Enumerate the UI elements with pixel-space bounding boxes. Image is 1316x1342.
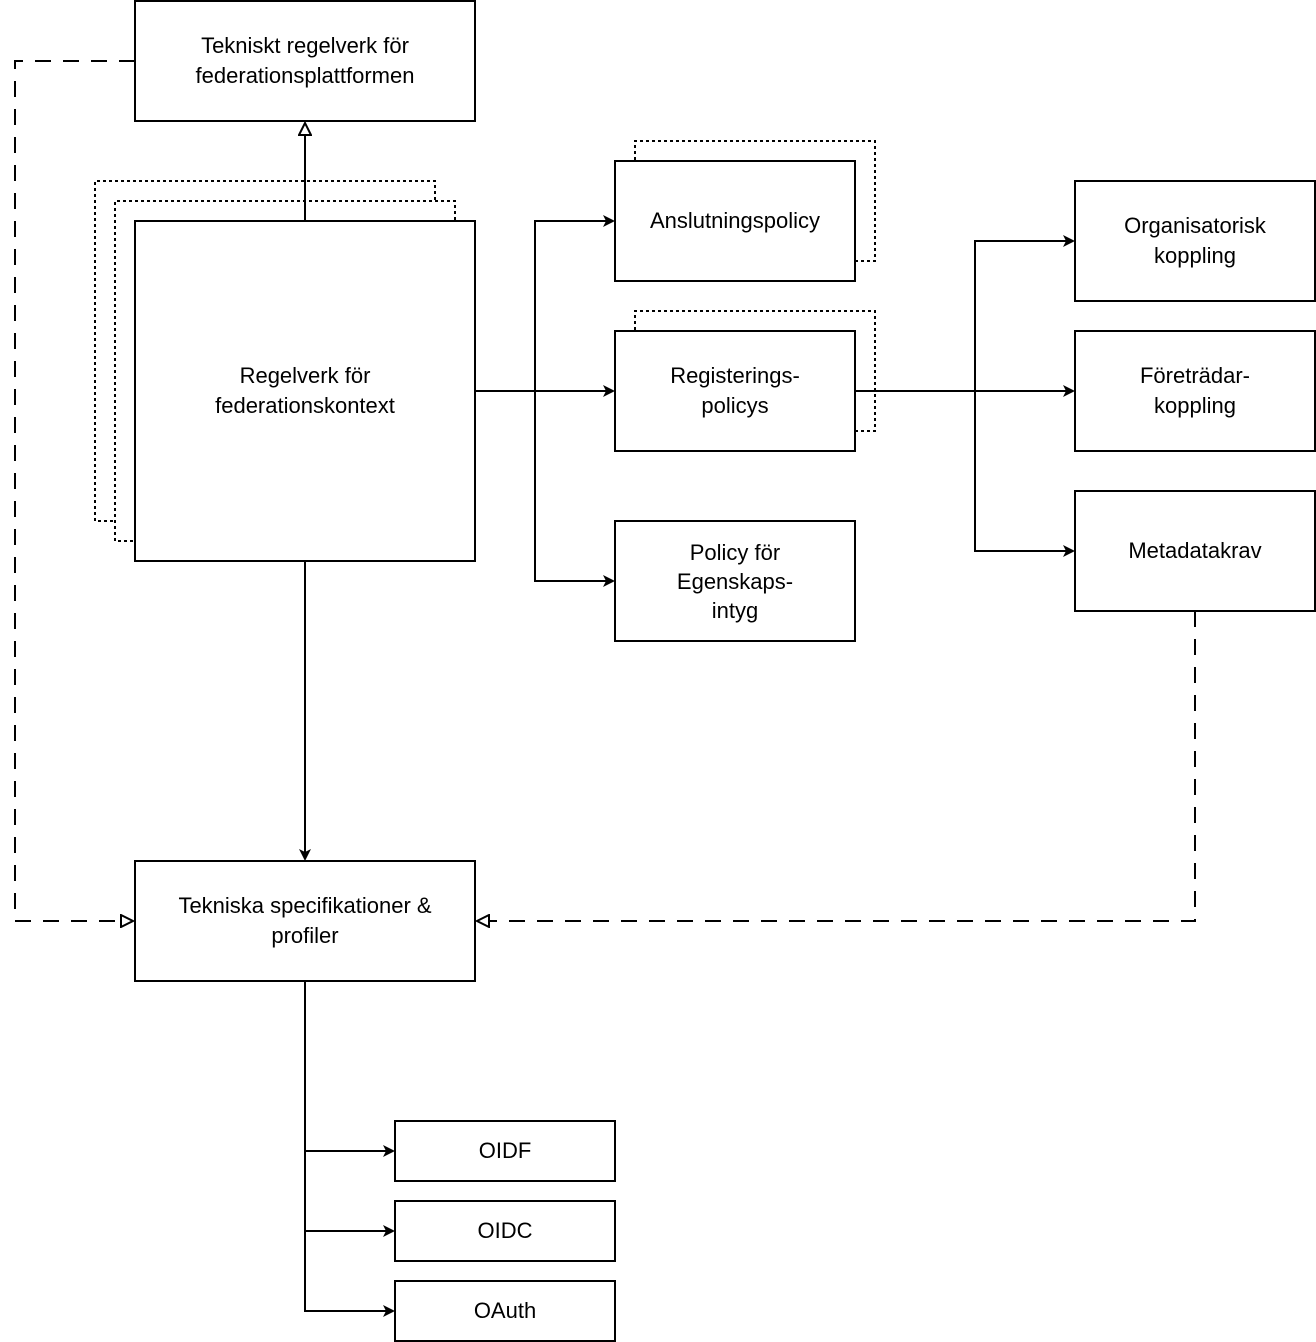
tekniskt-regelverk-box [134, 0, 476, 122]
registeringspolicys-label: Registerings- policys [670, 363, 800, 418]
registeringspolicys-box [614, 330, 856, 452]
tekniskt-regelverk-label: Tekniskt regelverk för federationsplattf… [195, 33, 415, 88]
anslutningspolicy-stack-shadow [634, 140, 876, 262]
oidf-box [394, 1120, 616, 1182]
policy-egenskapsintyg-label: Policy för Egenskaps- intyg [676, 539, 794, 623]
edge-metadatakrav-to-tekniska-specifikationer [477, 611, 1196, 921]
tekniska-specifikationer-label: Tekniska specifikationer & profiler [178, 893, 432, 948]
anslutningspolicy-label: Anslutningspolicy [650, 208, 820, 233]
metadatakrav-label: Metadatakrav [1128, 538, 1262, 563]
foretradarkoppling-box [1074, 330, 1316, 452]
edge-registeringspolicys-to-metadatakrav [974, 391, 1075, 557]
organisatorisk-koppling-box [1074, 180, 1316, 302]
regelverk-federationskontext-box [134, 220, 476, 562]
foretradarkoppling-label: Företrädar- koppling [1139, 363, 1251, 418]
anslutningspolicy-box [614, 160, 856, 282]
edges [14, 60, 1196, 1317]
node-boxes [134, 0, 1316, 1342]
oauth-box [394, 1280, 616, 1342]
metadatakrav-box [1074, 490, 1316, 612]
edge-regelverk-to-policy-egenskapsintyg [534, 391, 615, 587]
regelverk-stack-shadow-back [94, 180, 436, 522]
regelverk-federationskontext-label: Regelverk för federationskontext [215, 363, 395, 418]
edge-regelverk-to-anslutningspolicy [534, 215, 615, 391]
policy-egenskapsintyg-box [614, 520, 856, 642]
stack-shadows [94, 140, 876, 542]
oauth-label: OAuth [473, 1298, 537, 1323]
edge-tekniskt-regelverk-to-tekniska-specifikationer [14, 60, 135, 921]
regelverk-stack-shadow-front [114, 200, 456, 542]
edge-tekniska-specifikationer-to-oauth [304, 981, 395, 1317]
oidc-label: OIDC [477, 1218, 533, 1243]
tekniska-specifikationer-box [134, 860, 476, 982]
edge-registeringspolicys-to-organisatorisk-koppling [974, 235, 1075, 391]
oidf-label: OIDF [478, 1138, 532, 1163]
registeringspolicys-stack-shadow [634, 310, 876, 432]
organisatorisk-koppling-label: Organisatorisk koppling [1124, 213, 1266, 268]
oidc-box [394, 1200, 616, 1262]
